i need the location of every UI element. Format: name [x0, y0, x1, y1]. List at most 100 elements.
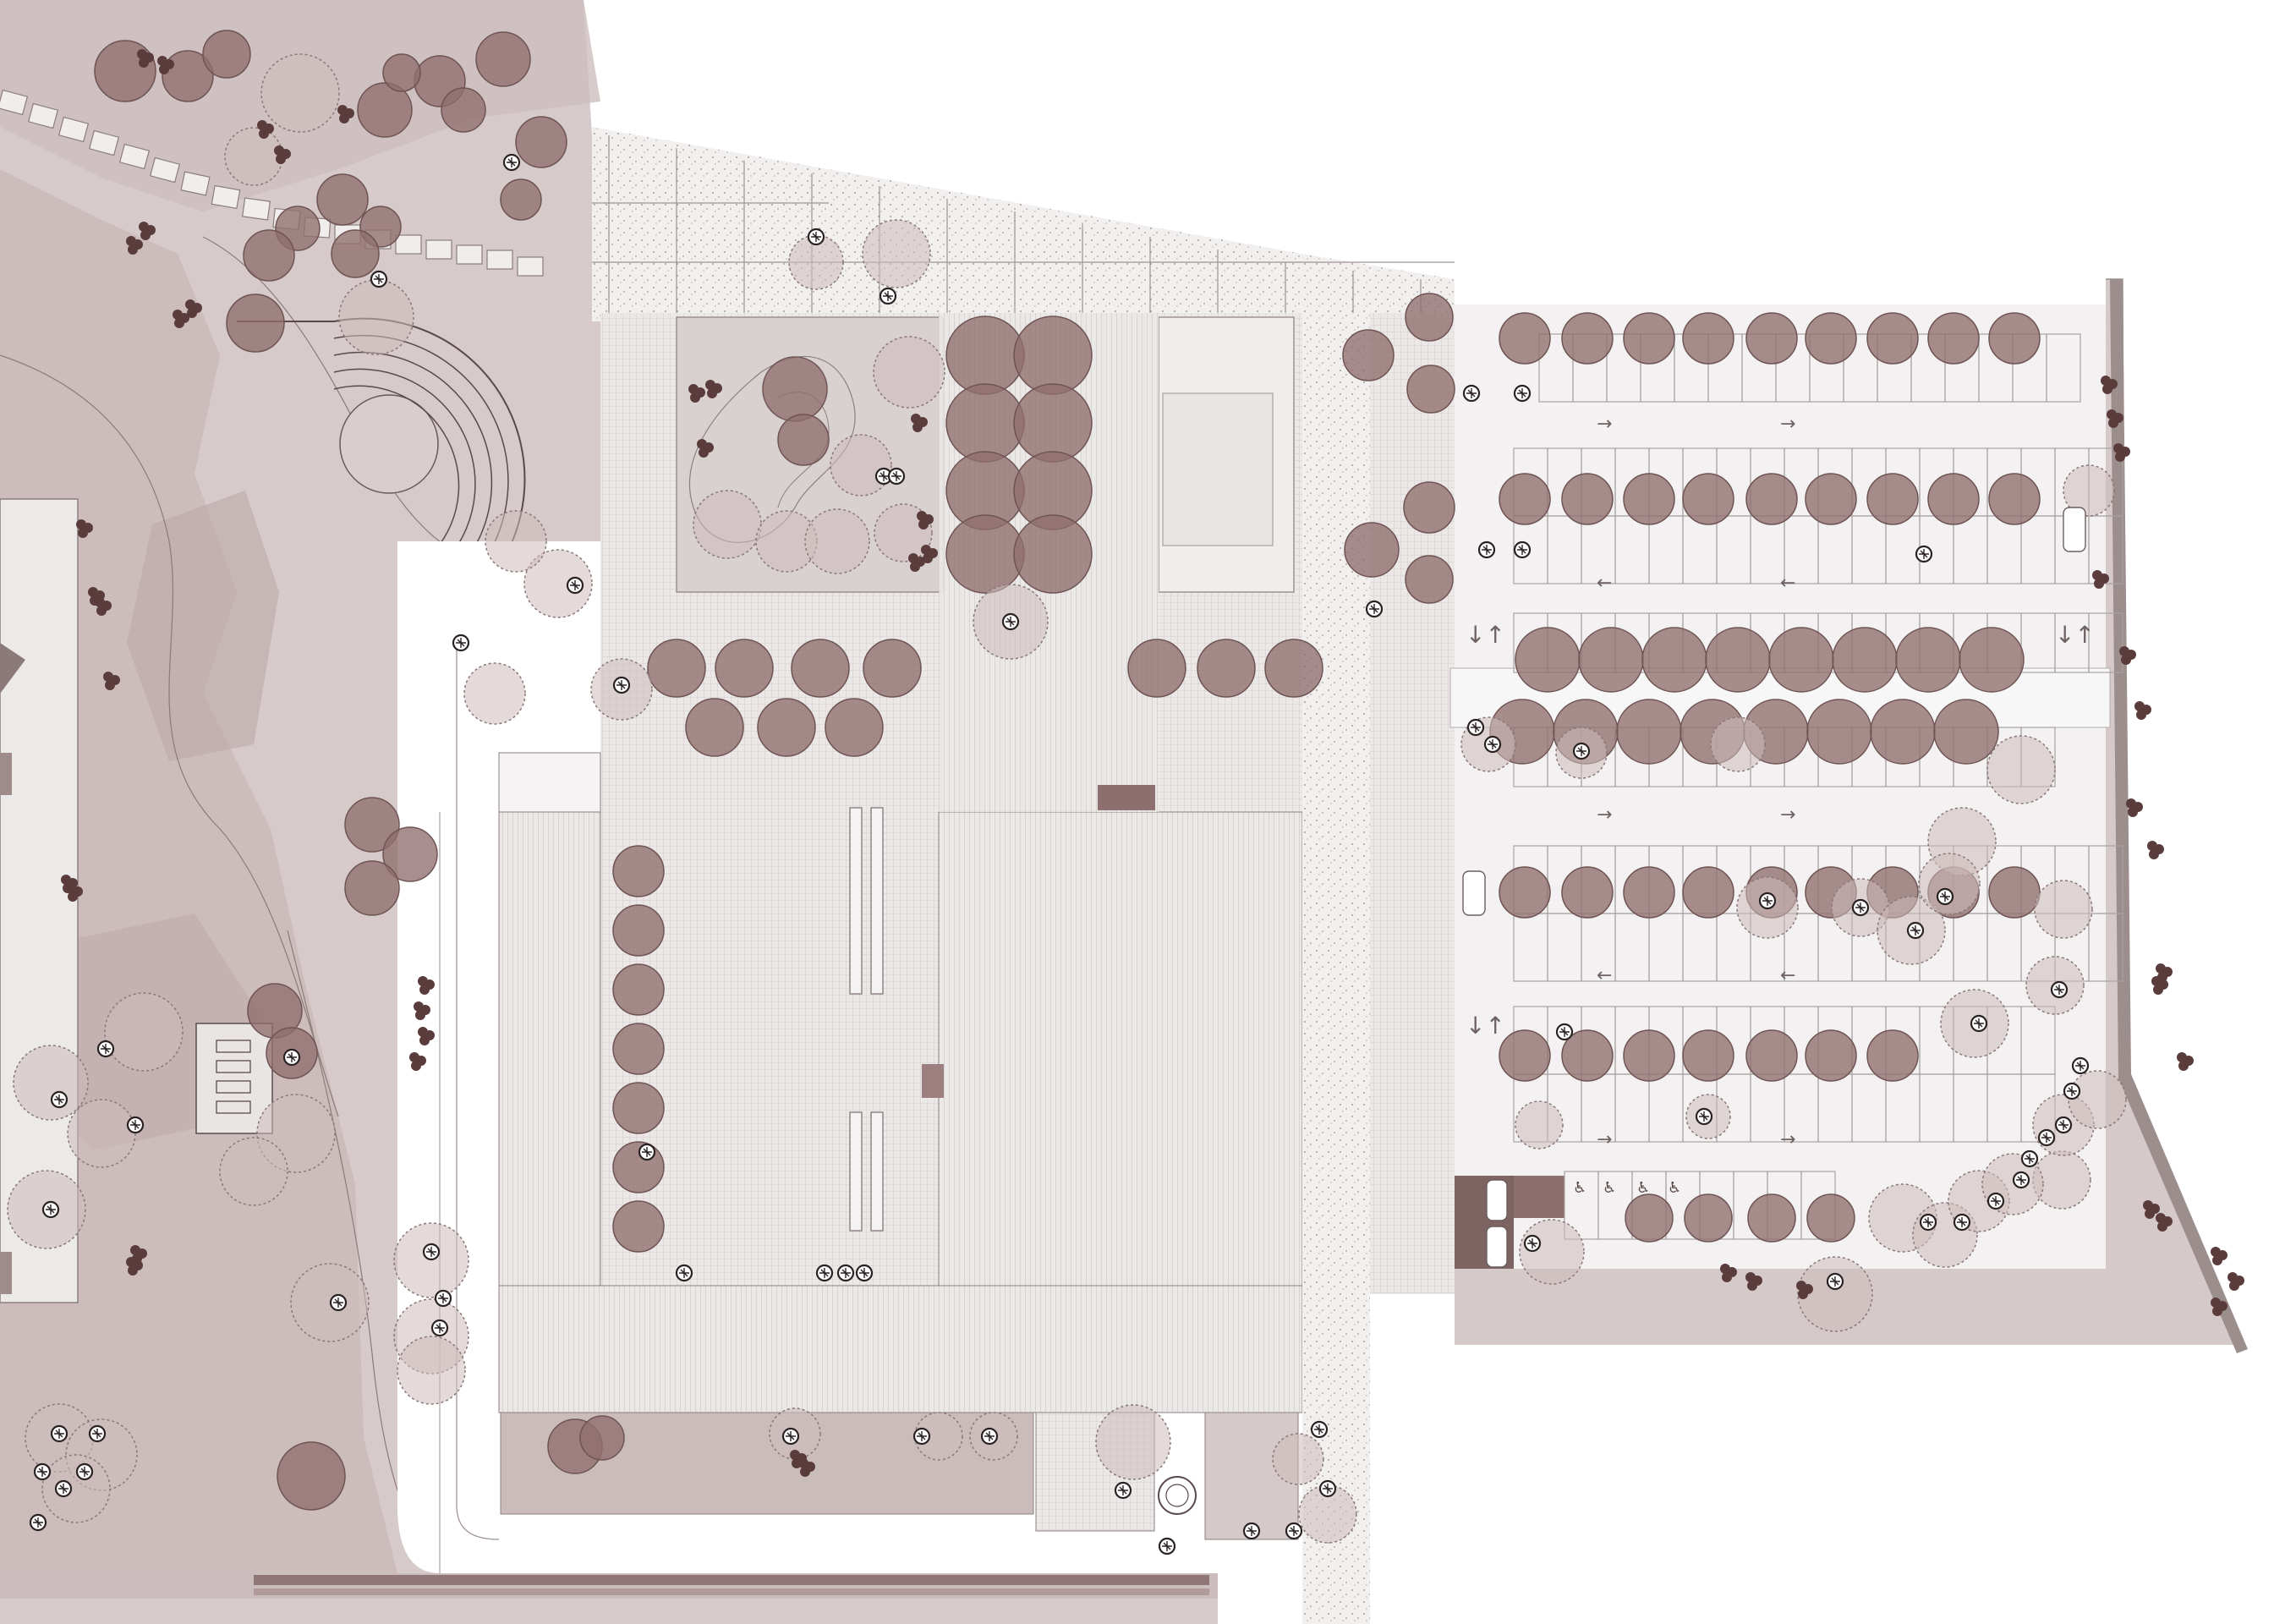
- shrub-cluster-icon: [697, 439, 714, 458]
- car-icon: [1462, 870, 1486, 916]
- tree-canopy-icon: [1095, 1404, 1171, 1480]
- existing-tree-icon: [1936, 887, 1954, 906]
- shrub-cluster-icon: [2143, 1200, 2160, 1219]
- tree-canopy-icon: [1682, 1029, 1734, 1082]
- existing-tree-icon: [1285, 1522, 1303, 1540]
- tree-canopy-icon: [1986, 735, 2056, 804]
- tree-canopy-icon: [1747, 1193, 1796, 1243]
- shrub-cluster-icon: [137, 49, 154, 68]
- parking-stall: [2046, 333, 2081, 403]
- tree-canopy-icon: [1805, 473, 1857, 525]
- tree-canopy-icon: [1625, 1193, 1674, 1243]
- tree-canopy-icon: [338, 279, 414, 355]
- direction-arrow-icon: →: [1780, 1129, 1795, 1150]
- existing-tree-icon: [1572, 742, 1591, 760]
- tree-canopy-icon: [1623, 473, 1675, 525]
- tree-canopy-icon: [914, 1412, 963, 1461]
- tree-canopy-icon: [715, 639, 774, 698]
- tree-canopy-icon: [67, 1099, 136, 1168]
- tree-canopy-icon: [1623, 312, 1675, 365]
- tree-canopy-icon: [863, 639, 922, 698]
- tree-canopy-icon: [1959, 627, 2025, 693]
- tree-canopy-icon: [224, 127, 283, 186]
- existing-tree-icon: [980, 1427, 999, 1446]
- tree-canopy-icon: [1745, 473, 1798, 525]
- tree-canopy-icon: [1515, 627, 1581, 693]
- shrub-cluster-icon: [2147, 841, 2164, 859]
- tree-canopy-icon: [1870, 699, 1936, 765]
- two-way-arrow-icon: ↓↑: [1466, 621, 1505, 649]
- shrub-cluster-icon: [2101, 376, 2118, 394]
- existing-tree-icon: [1242, 1522, 1261, 1540]
- existing-tree-icon: [1695, 1107, 1713, 1126]
- existing-tree-symbols: [29, 153, 2090, 1555]
- tree-canopy-icon: [1768, 627, 1834, 693]
- parking-stall: [2088, 612, 2123, 673]
- existing-tree-icon: [1114, 1481, 1132, 1500]
- existing-tree-icon: [638, 1143, 656, 1161]
- tree-canopy-icon: [1561, 312, 1614, 365]
- shrub-cluster-icon: [409, 1052, 426, 1071]
- tree-canopy-icon: [1641, 627, 1707, 693]
- tree-canopy-icon: [804, 508, 870, 574]
- existing-tree-icon: [781, 1427, 800, 1446]
- existing-tree-icon: [29, 1513, 47, 1532]
- tree-canopy-icon: [762, 356, 828, 422]
- shrub-cluster-icon: [414, 1001, 430, 1020]
- tree-canopy-icon: [1745, 1029, 1798, 1082]
- shrub-cluster-icon: [2177, 1052, 2194, 1071]
- tree-canopy-icon: [1745, 312, 1798, 365]
- shrub-cluster-icon: [2156, 1213, 2173, 1232]
- shrub-cluster-icon: [1796, 1281, 1813, 1299]
- tree-canopy-icon: [1797, 1256, 1873, 1332]
- shrub-cluster-icon: [95, 597, 112, 616]
- existing-tree-icon: [807, 228, 825, 246]
- tree-canopy-icon: [873, 336, 945, 409]
- existing-tree-icon: [1986, 1192, 2005, 1210]
- tree-canopy-icon: [612, 1023, 665, 1075]
- shrub-cluster-icon: [126, 1257, 143, 1276]
- existing-tree-icon: [612, 676, 631, 694]
- direction-arrow-icon: →: [1597, 1129, 1612, 1150]
- tree-canopy-icon: [1264, 639, 1323, 698]
- existing-tree-icon: [815, 1264, 834, 1282]
- existing-tree-icon: [370, 270, 388, 288]
- tree-canopy-icon: [1684, 1193, 1733, 1243]
- access-road: [397, 541, 1209, 1573]
- tree-canopy-icon: [1927, 312, 1980, 365]
- tree-canopy-icon: [1933, 699, 1999, 765]
- tree-canopy-icon: [1561, 866, 1614, 919]
- tree-canopy-icon: [475, 31, 531, 87]
- tree-canopy-icon: [357, 82, 413, 138]
- existing-tree-icon: [452, 634, 470, 652]
- existing-tree-icon: [1365, 600, 1384, 618]
- tree-canopy-icon: [825, 698, 884, 757]
- tree-canopy-icon: [1866, 1029, 1919, 1082]
- tree-canopy-icon: [791, 639, 850, 698]
- tree-canopy-icon: [2034, 880, 2093, 939]
- tree-canopy-icon: [685, 698, 744, 757]
- tree-canopy-icon: [1013, 514, 1093, 594]
- tree-canopy-icon: [1499, 473, 1551, 525]
- wheelchair-icon: ♿: [1668, 1179, 1681, 1197]
- tree-canopy-icon: [612, 963, 665, 1016]
- shrub-cluster-icon: [917, 511, 934, 529]
- direction-arrow-icon: ←: [1780, 965, 1795, 986]
- shrub-cluster-icon: [185, 299, 202, 318]
- tree-canopy-icon: [397, 1336, 466, 1405]
- shrub-cluster-icon: [798, 1458, 815, 1477]
- tree-canopy-icon: [1705, 627, 1771, 693]
- shrub-cluster-icon: [418, 976, 435, 995]
- existing-tree-icon: [434, 1289, 452, 1308]
- existing-tree-icon: [329, 1293, 348, 1312]
- tree-canopy-icon: [1616, 699, 1682, 765]
- tree-canopy-icon: [1561, 1029, 1614, 1082]
- tree-canopy-icon: [1832, 627, 1898, 693]
- existing-tree-icon: [1758, 892, 1777, 910]
- tree-canopy-icon: [226, 294, 285, 353]
- traffic-direction-markers: → → ← ← → → ← ← → → ↓↑ ↓↑ ↓↑: [1466, 414, 2095, 1150]
- tree-canopy-icon: [463, 662, 526, 725]
- tree-canopy-icon: [1682, 312, 1734, 365]
- tree-canopy-icon: [523, 549, 593, 618]
- shrub-cluster-icon: [257, 120, 274, 139]
